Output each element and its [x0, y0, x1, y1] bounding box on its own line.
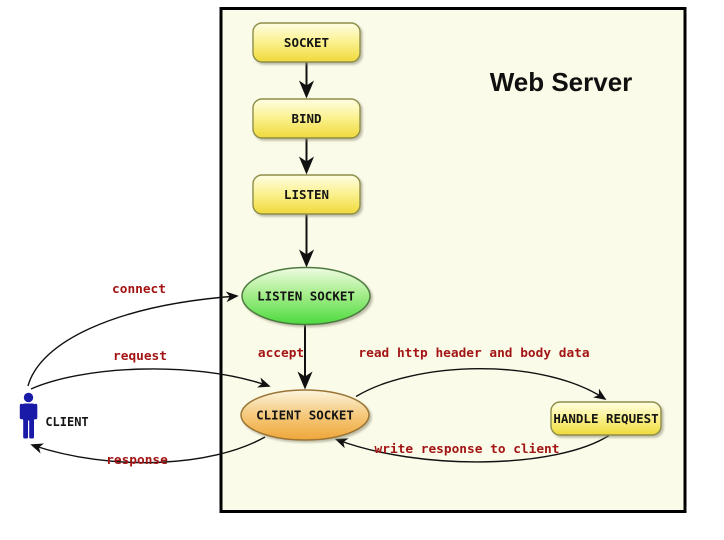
client-icon-right-leg: [29, 419, 34, 439]
edge-label-connect: connect: [112, 282, 166, 297]
socket-box: [252, 22, 361, 63]
bind-box: [252, 98, 361, 139]
edge-label-request: request: [113, 349, 167, 364]
edge-label-read: read http header and body data: [358, 346, 589, 361]
arrow-write-response: [334, 434, 610, 463]
socket-label: SOCKET: [284, 35, 329, 50]
node-client-socket: CLIENT SOCKET: [240, 389, 370, 441]
edge-label-write: write response to client: [375, 442, 560, 457]
node-listen: LISTEN: [252, 174, 361, 215]
edge-label-accept: accept: [258, 346, 304, 361]
client-icon-left-leg: [23, 419, 28, 439]
listen-socket-ellipse: [241, 266, 371, 326]
client-icon-head: [23, 392, 34, 403]
client-icon: [19, 392, 38, 439]
client-socket-label: CLIENT SOCKET: [256, 408, 354, 423]
client-icon-torso: [22, 403, 35, 421]
diagram-title: Web Server: [490, 67, 633, 97]
node-bind: BIND: [252, 98, 361, 139]
arrow-read-request: [355, 368, 607, 400]
arrow-request: [30, 368, 271, 390]
listen-socket-label: LISTEN SOCKET: [257, 289, 355, 304]
handle-request-label: HANDLE REQUEST: [553, 411, 658, 426]
client-socket-ellipse: [240, 389, 370, 441]
bind-label: BIND: [291, 111, 321, 126]
edge-label-response: response: [106, 453, 168, 468]
arrow-response: [30, 436, 266, 464]
listen-box: [252, 174, 361, 215]
listen-label: LISTEN: [284, 187, 329, 202]
node-socket: SOCKET: [252, 22, 361, 63]
arrow-connect: [27, 291, 239, 387]
handle-request-box: [550, 401, 662, 436]
node-handle-request: HANDLE REQUEST: [550, 401, 662, 436]
client-icon-right-arm: [33, 403, 38, 420]
node-listen-socket: LISTEN SOCKET: [241, 266, 371, 326]
client-label: CLIENT: [45, 415, 88, 429]
client-icon-left-arm: [19, 403, 24, 420]
